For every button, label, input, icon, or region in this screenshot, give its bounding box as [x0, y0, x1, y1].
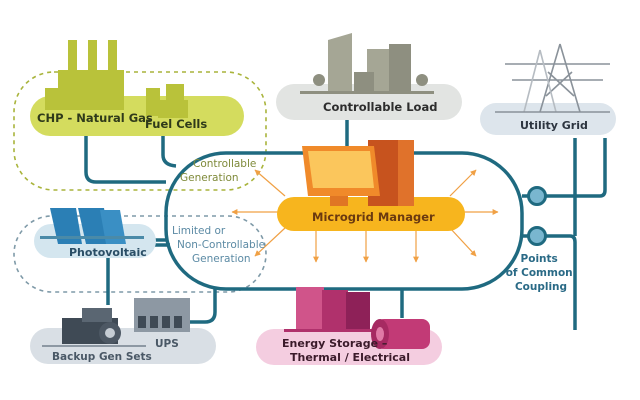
generator-icon [62, 308, 121, 344]
photovoltaic-label: Photovoltaic [69, 246, 147, 259]
utility-grid-label: Utility Grid [520, 119, 588, 132]
storage-tanks-icon [284, 287, 384, 332]
limited-generation-group [13, 215, 267, 293]
microgrid-manager-pill [277, 197, 465, 231]
computer-icon [302, 140, 414, 206]
battery-icon [371, 319, 430, 349]
buildings-icon [300, 33, 434, 94]
controllable-generation-label: Controllable Generation [180, 158, 260, 184]
energy-storage-label: Energy Storage – Thermal / Electrical [282, 337, 410, 364]
limited-generation-label: Limited or Non-Controllable Generation [172, 225, 268, 265]
pcc-label: Points of Common Coupling [506, 253, 577, 293]
utility-grid-pill [480, 103, 616, 135]
backup-gen-label: Backup Gen Sets [52, 351, 152, 363]
microgrid-manager-label: Microgrid Manager [312, 210, 435, 224]
ups-label: UPS [155, 338, 179, 350]
transmission-tower-icon [495, 43, 610, 113]
fuel-cells-icon [146, 84, 188, 118]
pcc-node-upper [527, 186, 547, 206]
ups-icon [42, 298, 190, 347]
control-arrows [231, 169, 499, 263]
pcc-node-lower [527, 226, 547, 246]
fuel-cells-label: Fuel Cells [145, 117, 207, 131]
controllable-load-label: Controllable Load [323, 100, 437, 114]
chp-label: CHP - Natural Gas [37, 111, 153, 125]
solar-panel-icon [40, 208, 144, 244]
chp-plant-icon [45, 40, 124, 110]
